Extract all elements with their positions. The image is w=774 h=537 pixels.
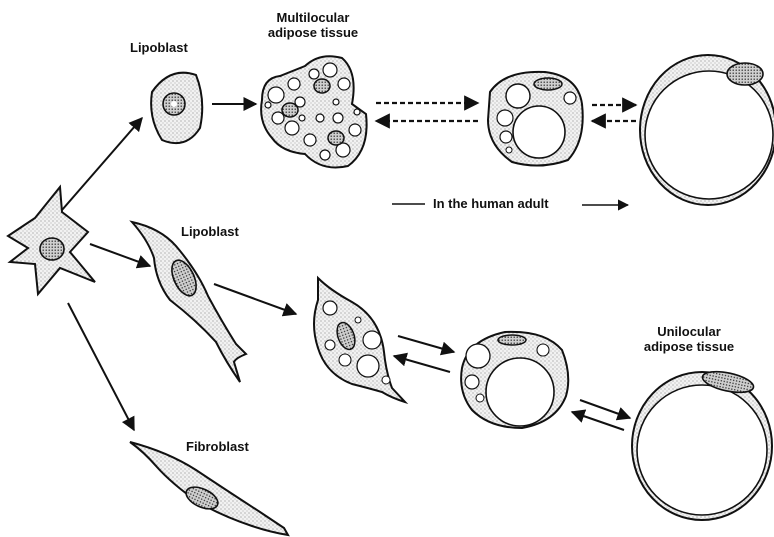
arrow-to-lipoblast-mid	[90, 244, 150, 266]
arrow-to-fibroblast	[68, 303, 134, 430]
arrow-to-lipoblast-top	[62, 118, 142, 210]
multilocular-label: Multilocular adipose tissue	[258, 10, 368, 40]
unilocular-cell-top	[640, 55, 774, 205]
lipid-accumulating-cell	[314, 278, 405, 402]
bidirectional-arrows-low	[572, 400, 630, 430]
arrow-to-mid-cell	[214, 284, 296, 314]
fibroblast-label: Fibroblast	[186, 439, 249, 454]
unilocular-label: Unilocular adipose tissue	[630, 324, 748, 354]
lipoblast-mid-cell	[132, 222, 246, 382]
lipoblast-mid-label: Lipoblast	[181, 224, 239, 239]
lipoblast-top-cell	[151, 73, 202, 143]
multilocular-tissue	[261, 56, 367, 167]
mesenchymal-cell	[8, 187, 95, 294]
multilocular-label-line2: adipose tissue	[258, 25, 368, 40]
human-adult-label: In the human adult	[433, 196, 549, 211]
unilocular-cell-bottom	[632, 368, 772, 520]
unilocular-label-line2: adipose tissue	[630, 339, 748, 354]
fibroblast-cell	[130, 442, 288, 535]
intermediate-cell-top	[488, 72, 583, 166]
intermediate-cell-mid	[461, 332, 568, 428]
unilocular-label-line1: Unilocular	[630, 324, 748, 339]
bidirectional-arrows-mid	[394, 336, 454, 372]
lipoblast-top-label: Lipoblast	[130, 40, 188, 55]
multilocular-label-line1: Multilocular	[258, 10, 368, 25]
